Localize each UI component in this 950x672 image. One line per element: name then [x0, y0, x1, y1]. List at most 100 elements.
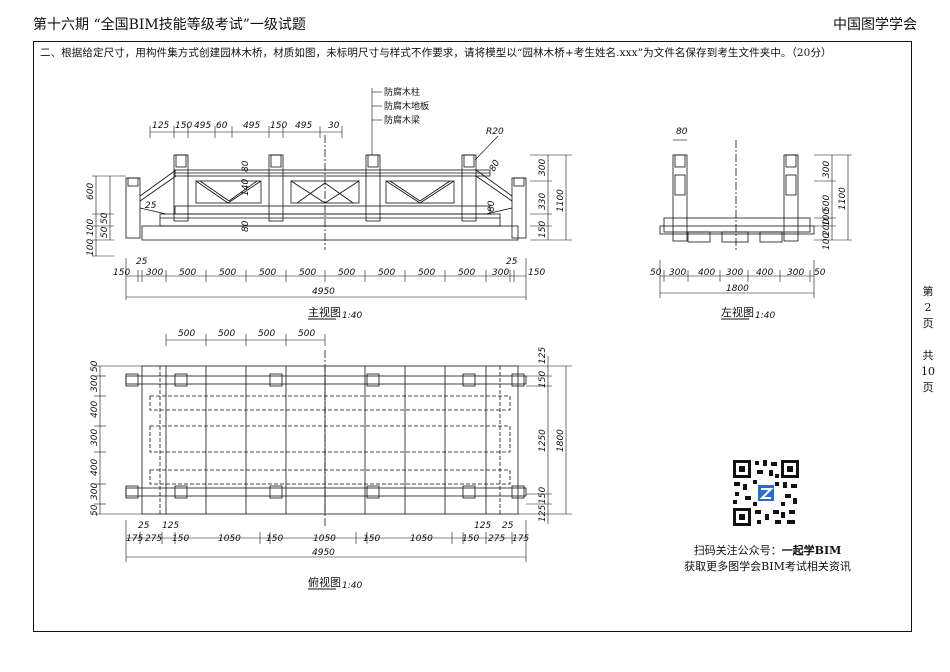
header-exam-title: 第十六期 “全国BIM技能等级考试”一级试题 — [33, 17, 306, 33]
view-scale-top: 1:40 — [342, 581, 362, 591]
dim-label: 25 — [502, 521, 514, 531]
dim-label: 50 — [814, 268, 826, 278]
dim-label: 500 — [378, 268, 395, 278]
view-title-left: 左视图 — [721, 305, 754, 319]
dim-label: 50 — [90, 360, 100, 372]
dim-label: 300 — [822, 161, 832, 178]
dim-label: 60 — [216, 121, 228, 131]
dim-label: 25 — [506, 257, 518, 267]
dim-label: 25 — [136, 257, 148, 267]
dim-label: 150 — [462, 534, 479, 544]
material-label: 防腐木地板 — [384, 100, 429, 112]
dim-label: 25 — [138, 521, 150, 531]
header-organization: 中国图学学会 — [833, 17, 917, 33]
dim-label: 150 — [113, 268, 130, 278]
promo-line-1: 扫码关注公众号：一起学BIM — [693, 544, 842, 557]
dim-label: 80 — [241, 160, 251, 172]
left-post — [672, 154, 688, 242]
dim-label: 140 — [241, 179, 251, 196]
dim-total: 4950 — [312, 287, 335, 297]
dim-label: 500 — [219, 268, 236, 278]
dim-label: 495 — [194, 121, 211, 131]
radius-label: R20 — [486, 127, 504, 137]
dim-label: 1100 — [556, 189, 566, 212]
dim-label: 300 — [538, 159, 548, 176]
dim-label: 500 — [822, 195, 832, 212]
left-deck — [663, 217, 811, 233]
dim-label: 300 — [90, 375, 100, 392]
page-char: 2 — [924, 301, 932, 314]
dim-label: 300 — [90, 429, 100, 446]
dim-label: 1800 — [556, 429, 566, 452]
dim-label: 150 — [175, 121, 192, 131]
dim-label: 50 — [100, 226, 110, 238]
dim-label: 1050 — [313, 534, 336, 544]
left-post — [783, 154, 799, 242]
top-view — [94, 334, 572, 562]
top-deck-outline — [141, 365, 519, 515]
dim-label: 500 — [258, 329, 275, 339]
dim-label: 400 — [698, 268, 715, 278]
dim-label: 500 — [458, 268, 475, 278]
dim-label: 300 — [492, 268, 509, 278]
question-text: 二、根据给定尺寸，用构件集方式创建园林木桥，材质如图，未标明尺寸与样式不作要求，… — [40, 47, 832, 59]
dim-label: 125 — [162, 521, 179, 531]
dim-label: 330 — [538, 193, 548, 210]
dim-label: 150 — [363, 534, 380, 544]
qr-code — [731, 458, 801, 528]
dim-label: 500 — [259, 268, 276, 278]
dim-label: 50 — [650, 268, 662, 278]
view-title-front: 主视图 — [308, 305, 341, 319]
left-view — [659, 139, 852, 298]
dim-label: 80 — [676, 127, 688, 137]
dim-label: 125 — [152, 121, 169, 131]
dim-label: 495 — [295, 121, 312, 131]
promo-text: 扫码关注公众号：一起学BIM 获取更多图学会BIM考试相关资讯 — [660, 543, 875, 575]
dim-label: 400 — [90, 459, 100, 476]
dim-label: 500 — [299, 268, 316, 278]
dim-label: 100 — [822, 209, 832, 226]
front-end-post — [125, 177, 141, 239]
page-char: 页 — [922, 317, 934, 330]
material-label: 防腐木梁 — [384, 114, 420, 126]
dim-label: 275 — [488, 534, 505, 544]
dim-label: 100 — [86, 219, 96, 236]
front-end-post — [511, 177, 527, 239]
dim-label: 200 — [822, 219, 832, 236]
drawing-frame — [33, 41, 912, 632]
dim-label: 300 — [669, 268, 686, 278]
dim-label: 1100 — [838, 187, 848, 210]
dim-label: 125 — [538, 347, 548, 364]
dim-label: 300 — [146, 268, 163, 278]
dim-label: 25 — [145, 201, 157, 211]
dim-label: 500 — [418, 268, 435, 278]
dim-label: 150 — [538, 371, 548, 388]
dim-label: 300 — [726, 268, 743, 278]
dim-label: 500 — [179, 268, 196, 278]
dim-label: 175 — [126, 534, 143, 544]
dim-label: 150 — [172, 534, 189, 544]
dim-label: 1050 — [410, 534, 433, 544]
dim-label: 500 — [178, 329, 195, 339]
dim-label: 50 — [90, 504, 100, 516]
page-char: 10 — [921, 365, 935, 378]
page-char: 第 — [922, 285, 934, 298]
dim-label: 600 — [86, 183, 96, 200]
dim-label: 150 — [528, 268, 545, 278]
dim-total: 1800 — [726, 284, 749, 294]
promo-line-2: 获取更多图学会BIM考试相关资讯 — [684, 560, 851, 573]
view-scale-front: 1:40 — [342, 311, 362, 321]
dim-label: 500 — [298, 329, 315, 339]
page-indicator: 第 2 页 共 10 页 — [919, 284, 937, 396]
page-char: 共 — [922, 349, 934, 362]
dim-label: 80 — [241, 220, 251, 232]
dim-total: 4950 — [312, 548, 335, 558]
dim-label: 500 — [218, 329, 235, 339]
dim-label: 495 — [243, 121, 260, 131]
dim-label: 80 — [487, 200, 497, 212]
dim-label: 400 — [756, 268, 773, 278]
front-deck-base — [141, 225, 519, 241]
dim-label: 150 — [538, 487, 548, 504]
promo-brand: 一起学BIM — [781, 544, 842, 557]
